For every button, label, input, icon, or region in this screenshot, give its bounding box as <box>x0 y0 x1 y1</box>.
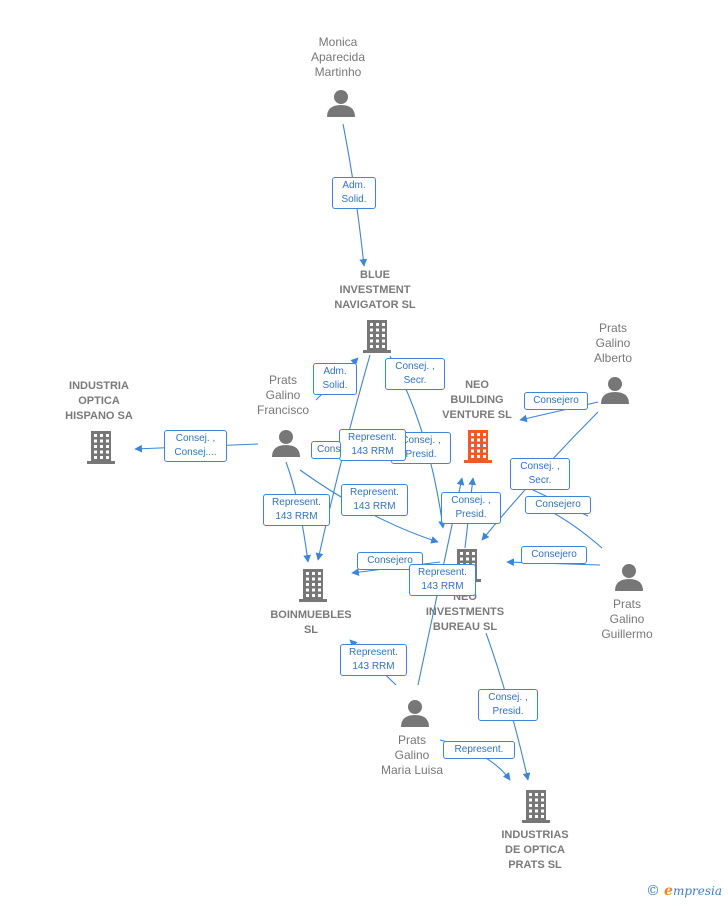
building-icon-industria-optica <box>87 431 115 464</box>
edge-label[interactable]: Consej. , Consej.... <box>164 430 227 462</box>
edge-label[interactable]: Represent. 143 RRM <box>339 429 406 461</box>
node-label-prats-alberto[interactable]: Prats Galino Alberto <box>593 321 633 365</box>
edge-label[interactable]: Consejero <box>311 441 341 459</box>
empresia-logo[interactable]: ©empresia <box>646 883 722 899</box>
person-icon-prats-alberto <box>601 377 629 404</box>
edge-label[interactable]: Consejero <box>524 392 588 410</box>
node-label-blue-investment[interactable]: BLUE INVESTMENT NAVIGATOR SL <box>334 269 416 311</box>
node-label-prats-francisco[interactable]: Prats Galino Francisco <box>256 373 309 417</box>
node-label-neo-investments[interactable]: NEO INVESTMENTS BUREAU SL <box>425 591 505 633</box>
edge-label[interactable]: Consejero <box>525 496 591 514</box>
building-icon-boinmuebles <box>299 569 327 602</box>
node-label-industria-optica[interactable]: INDUSTRIA OPTICA HISPANO SA <box>65 380 133 422</box>
building-icon-industrias-prats <box>522 790 550 823</box>
edge-label[interactable]: Consej. , Secr. <box>510 458 570 490</box>
node-label-prats-guillermo[interactable]: Prats Galino Guillermo <box>601 597 653 641</box>
edge-label[interactable]: Consejero <box>521 546 587 564</box>
person-icon-monica <box>327 90 355 117</box>
edge-label[interactable]: Represent. <box>443 741 515 759</box>
building-icon-blue-investment <box>363 320 391 353</box>
edge-label[interactable]: Consej. , Secr. <box>385 358 445 390</box>
edge-label[interactable]: Consejero <box>357 552 423 570</box>
edge-label[interactable]: Represent. 143 RRM <box>263 494 330 526</box>
edge-label[interactable]: Adm. Solid. <box>332 177 376 209</box>
node-label-neo-building[interactable]: NEO BUILDING VENTURE SL <box>442 379 512 421</box>
person-icon-prats-francisco <box>272 430 300 457</box>
person-icon-prats-guillermo <box>615 564 643 591</box>
edge-label[interactable]: Represent. 143 RRM <box>409 564 476 596</box>
edge-label[interactable]: Represent. 143 RRM <box>340 644 407 676</box>
node-label-monica[interactable]: Monica Aparecida Martinho <box>310 35 366 79</box>
node-label-industrias-prats[interactable]: INDUSTRIAS DE OPTICA PRATS SL <box>501 829 569 871</box>
edge-label[interactable]: Consej. , Presid. <box>441 492 501 524</box>
node-label-prats-maria-luisa[interactable]: Prats Galino Maria Luisa <box>380 733 444 777</box>
edge-label[interactable]: Represent. 143 RRM <box>341 484 408 516</box>
edge-label[interactable]: Consej. , Presid. <box>478 689 538 721</box>
building-icon-neo-building <box>464 430 492 463</box>
copyright-icon: © <box>646 883 661 899</box>
node-label-boinmuebles[interactable]: BOINMUEBLES SL <box>270 609 352 636</box>
person-icon-prats-maria-luisa <box>401 700 429 727</box>
edge-label[interactable]: Adm. Solid. <box>313 363 357 395</box>
